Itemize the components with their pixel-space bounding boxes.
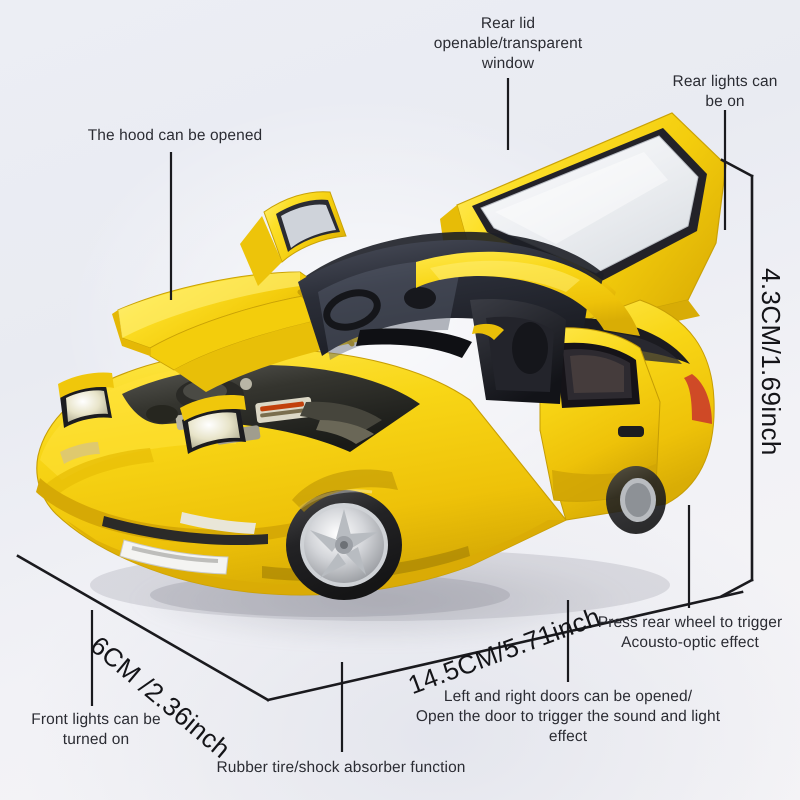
- callout-doors: Left and right doors can be opened/ Open…: [415, 688, 721, 746]
- left-door-open: [240, 191, 347, 286]
- steering-wheel: [323, 289, 381, 331]
- dimension-height: 4.3CM/1.69inch: [756, 268, 786, 456]
- headlamp-left: [66, 390, 108, 422]
- roof: [416, 251, 640, 336]
- rear-light: [684, 374, 712, 424]
- headlamp-right: [188, 412, 240, 448]
- right-door-open: [539, 327, 661, 502]
- front-wheel: [286, 489, 402, 600]
- callout-rear-lights: Rear lights can be on: [672, 73, 778, 111]
- rear-wheel: [606, 466, 666, 534]
- engine-bay: [122, 365, 420, 452]
- callout-tire: Rubber tire/shock absorber function: [216, 759, 466, 776]
- front-lights: [58, 372, 246, 454]
- callout-rear-wheel: Press rear wheel to trigger Acousto-opti…: [597, 614, 783, 652]
- callout-front-lights: Front lights can be turned on: [31, 711, 161, 749]
- side-mirror: [472, 323, 504, 340]
- callout-hood: The hood can be opened: [87, 127, 263, 144]
- callout-rear-lid: Rear lid openable/transparent window: [433, 15, 583, 73]
- door-handle: [618, 426, 644, 437]
